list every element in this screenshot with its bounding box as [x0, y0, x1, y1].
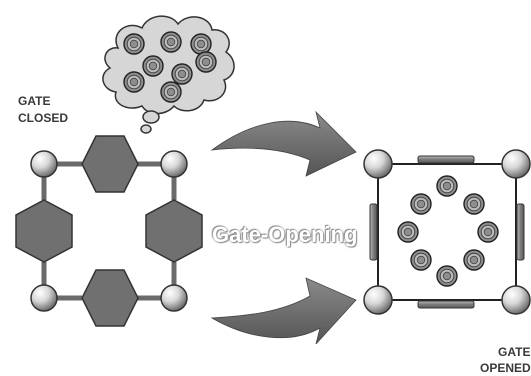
guest-molecule: [196, 52, 216, 72]
linker-hexagon-left: [16, 200, 72, 262]
linker-hexagon-right: [146, 200, 202, 262]
metal-node: [31, 285, 57, 311]
arrow-bottom: [212, 278, 356, 344]
gate-closed-label-line1: GATE: [18, 94, 50, 109]
guest-molecule: [161, 82, 181, 102]
gate-opening-label: Gate-Opening: [212, 222, 357, 248]
metal-node: [364, 150, 392, 178]
thought-cloud: [103, 16, 234, 133]
linker-bar-left: [370, 204, 377, 260]
linker-bar-bottom: [418, 301, 474, 308]
guest-molecule: [124, 72, 144, 92]
guest-molecule: [411, 194, 431, 214]
thought-bubble-small: [141, 125, 151, 133]
arrow-top: [212, 112, 356, 176]
guest-molecule: [464, 194, 484, 214]
guest-molecule: [437, 176, 457, 196]
guest-molecule: [191, 34, 211, 54]
linker-hexagon-bottom: [82, 270, 138, 326]
linker-bar-right: [517, 204, 524, 260]
metal-node: [364, 286, 392, 314]
linker-bar-top: [418, 156, 474, 163]
metal-node: [31, 151, 57, 177]
metal-node: [161, 285, 187, 311]
closed-framework: [16, 136, 202, 326]
gate-opened-label-line2: OPENED: [480, 361, 531, 376]
guest-molecule: [172, 64, 192, 84]
linker-hexagon-top: [82, 136, 138, 192]
gate-opened-label-line1: GATE: [498, 345, 530, 360]
guest-molecule: [398, 222, 418, 242]
guest-molecule: [161, 32, 181, 52]
gate-closed-label-line2: CLOSED: [18, 111, 68, 126]
guest-molecule: [411, 250, 431, 270]
thought-bubble-large: [143, 111, 159, 123]
guest-molecule: [124, 34, 144, 54]
opened-framework: [364, 150, 530, 314]
guest-molecule: [143, 56, 163, 76]
guest-molecule: [464, 250, 484, 270]
metal-node: [502, 286, 530, 314]
guest-molecule: [437, 266, 457, 286]
metal-node: [161, 151, 187, 177]
guest-molecule: [478, 222, 498, 242]
metal-node: [502, 150, 530, 178]
